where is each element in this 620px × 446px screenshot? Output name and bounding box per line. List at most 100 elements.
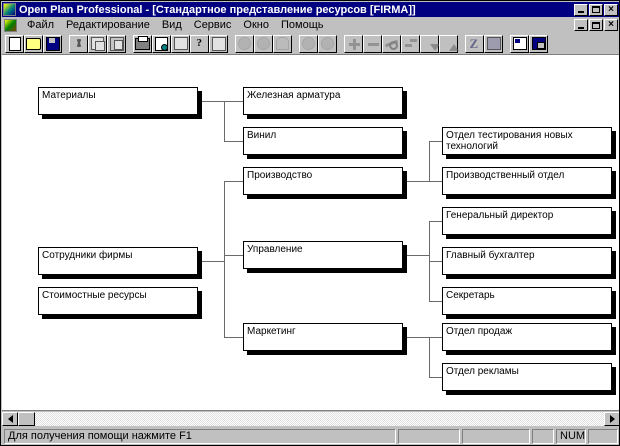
close-icon (605, 20, 617, 30)
toolbar-separator (62, 35, 69, 53)
resource-circle-icon (238, 37, 251, 50)
resource-detail-button (254, 34, 273, 53)
wizard-icon (211, 36, 226, 51)
help-icon (194, 37, 206, 50)
menu-item-view[interactable]: Вид (161, 19, 182, 31)
diagram-node-gendirector[interactable]: Генеральный директор (442, 207, 612, 235)
resource-group-button (318, 34, 337, 53)
sort-button (171, 34, 190, 53)
table-view-button (484, 34, 503, 53)
mdi-restore-button[interactable] (589, 19, 603, 31)
title-bar: Open Plan Professional - [Стандартное пр… (2, 2, 619, 17)
table-view-icon (486, 37, 501, 50)
resource-group-icon (321, 37, 334, 50)
status-message: Для получения помощи нажмите F1 (4, 429, 396, 444)
connector-line (429, 337, 442, 338)
diagram-node-proizv-otdel[interactable]: Производственный отдел (442, 167, 612, 195)
copy-icon (91, 37, 105, 51)
scroll-left-button[interactable] (2, 411, 18, 426)
status-bar: Для получения помощи нажмите F1 NUM (2, 427, 619, 445)
horizontal-scrollbar[interactable] (2, 410, 619, 426)
connector-line (224, 141, 243, 142)
resource-pool-icon (302, 37, 315, 50)
connector-line (407, 337, 429, 338)
fit-to-window-icon (531, 37, 546, 50)
toolbar-separator (228, 35, 235, 53)
zoom-selection-button[interactable] (510, 34, 529, 53)
restore-icon (590, 5, 602, 15)
fit-to-window-button[interactable] (529, 34, 548, 53)
document-icon[interactable] (4, 18, 17, 32)
diagram-node-upravlenie[interactable]: Управление (243, 241, 403, 269)
connector-line (429, 337, 430, 377)
diagram-node-buhgalter[interactable]: Главный бухгалтер (442, 247, 612, 275)
connector-line (429, 301, 442, 302)
mdi-child-controls (574, 19, 618, 31)
scroll-thumb[interactable] (18, 411, 35, 426)
diagram-node-stoimostnye[interactable]: Стоимостные ресурсы (38, 287, 198, 315)
step-icon (404, 38, 417, 49)
restore-button[interactable] (589, 3, 603, 16)
help-button[interactable] (190, 34, 209, 53)
diagram-node-vinil[interactable]: Винил (243, 127, 403, 155)
menu-item-tools[interactable]: Сервис (193, 19, 232, 31)
resource-pool-button (299, 34, 318, 53)
diagram-node-armatura[interactable]: Железная арматура (243, 87, 403, 115)
app-icon (3, 3, 16, 16)
print-button[interactable] (133, 34, 152, 53)
diagram-node-label: Железная арматура (247, 90, 341, 101)
add-button (344, 34, 363, 53)
connector-line (224, 181, 225, 337)
menu-item-help[interactable]: Помощь (280, 19, 324, 31)
status-panel-1 (398, 429, 460, 444)
resource-detail-icon (257, 37, 270, 50)
open-icon (26, 37, 41, 50)
step-button (401, 34, 420, 53)
paste-button (107, 34, 126, 53)
connector-line (224, 337, 243, 338)
toolbar-separator (337, 35, 344, 53)
paste-icon (109, 36, 124, 51)
menu-item-window[interactable]: Окно (243, 19, 269, 31)
minimize-button[interactable] (574, 3, 588, 16)
copy-button (88, 34, 107, 53)
diagram-node-proizvodstvo[interactable]: Производство (243, 167, 403, 195)
diagram-node-materialy[interactable]: Материалы (38, 87, 198, 115)
diagram-node-sekretar[interactable]: Секретарь (442, 287, 612, 315)
scroll-right-button[interactable] (604, 411, 619, 426)
open-button[interactable] (24, 34, 43, 53)
window-title: Open Plan Professional - [Стандартное пр… (19, 3, 416, 16)
diagram-node-otdel-rekl[interactable]: Отдел рекламы (442, 363, 612, 391)
zigzag-button (465, 34, 484, 53)
diagram-node-label: Отдел тестирования новых технологий (446, 130, 576, 152)
mdi-minimize-button[interactable] (574, 19, 588, 31)
scroll-track[interactable] (35, 411, 604, 426)
menu-item-file[interactable]: Файл (27, 19, 55, 31)
restore-icon (590, 20, 602, 30)
status-panel-5 (588, 429, 618, 444)
print-preview-button[interactable] (152, 34, 171, 53)
new-button[interactable] (5, 34, 24, 53)
resource-dome-button (273, 34, 292, 53)
connector-line (224, 101, 225, 141)
move-up-button (439, 34, 458, 53)
save-button[interactable] (43, 34, 62, 53)
menu-item-edit[interactable]: Редактирование (66, 19, 150, 31)
diagram-node-otdel-prodaj[interactable]: Отдел продаж (442, 323, 612, 351)
diagram-node-sotrudniki[interactable]: Сотрудники фирмы (38, 247, 198, 275)
resource-circle-button (235, 34, 254, 53)
diagram-node-marketing[interactable]: Маркетинг (243, 323, 403, 351)
close-button[interactable] (604, 3, 618, 16)
status-num-indicator: NUM (556, 429, 586, 444)
print-icon (135, 35, 150, 50)
mdi-close-button[interactable] (604, 19, 618, 31)
diagram-node-otdel-test[interactable]: Отдел тестирования новых технологий (442, 127, 612, 155)
diagram-node-label: Отдел рекламы (446, 366, 519, 377)
connector-line (429, 141, 430, 181)
link-icon (385, 38, 398, 50)
connector-line (429, 181, 442, 182)
toolbar-separator (126, 35, 133, 53)
connector-line (429, 377, 442, 378)
